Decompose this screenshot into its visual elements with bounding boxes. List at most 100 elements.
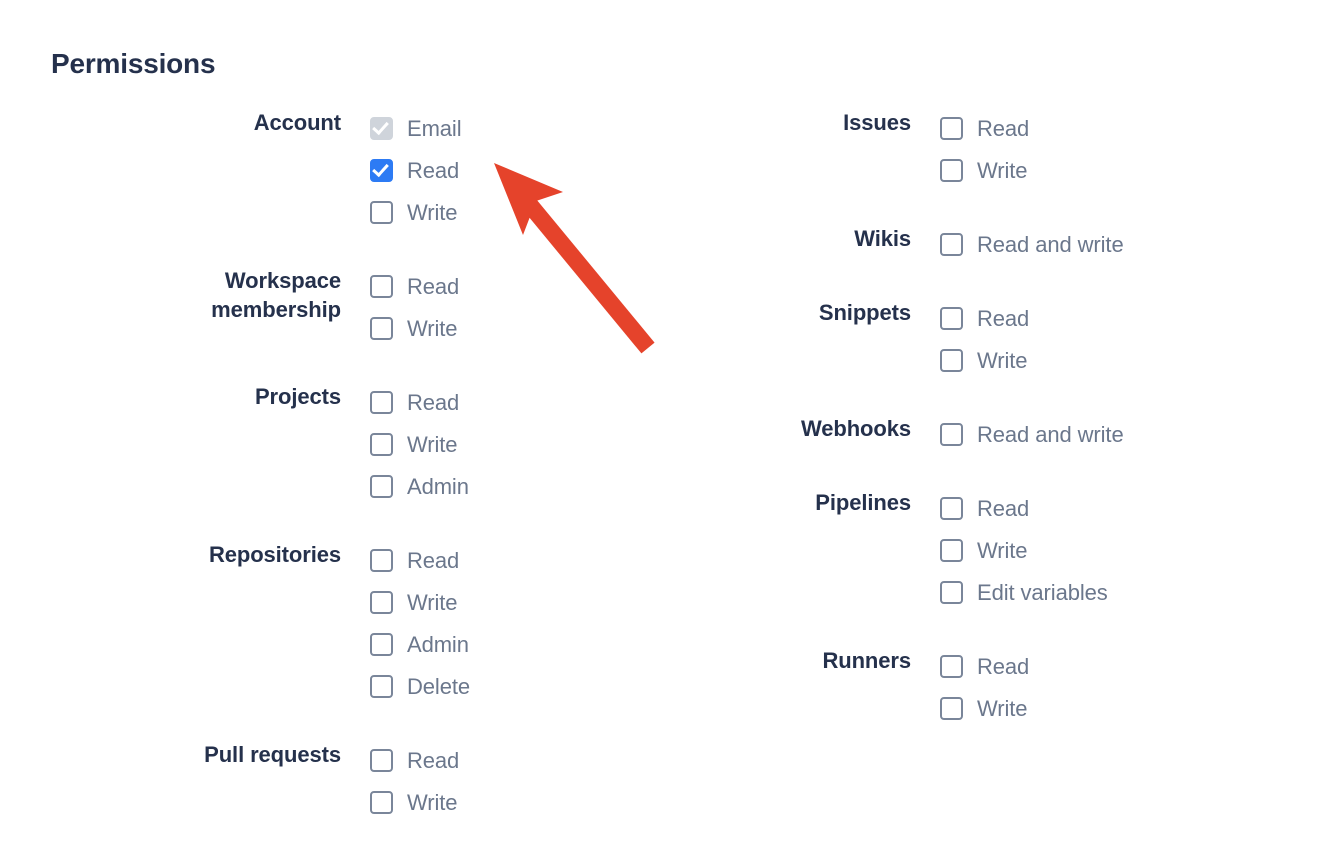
permission-option-label: Write xyxy=(977,537,1028,563)
permission-option-label: Read xyxy=(407,157,460,183)
permission-group: Webhooks Read and write xyxy=(660,413,1124,455)
permission-group-label: Pull requests xyxy=(204,742,341,767)
permission-option-label: Write xyxy=(407,589,458,615)
permission-option-label: Write xyxy=(977,347,1028,373)
permission-option-label: Write xyxy=(407,315,458,341)
permission-option-label: Read and write xyxy=(977,421,1124,447)
checkbox-repositories-write[interactable] xyxy=(370,590,393,614)
permission-option-row[interactable]: Email xyxy=(370,107,462,149)
permission-option-row[interactable]: Admin xyxy=(370,465,469,507)
permission-option-label: Read xyxy=(407,747,460,773)
permission-option-row[interactable]: Read xyxy=(370,265,459,307)
checkbox-projects-write[interactable] xyxy=(370,432,393,456)
permission-option-label: Read xyxy=(977,305,1030,331)
permission-option-row[interactable]: Read and write xyxy=(940,223,1124,265)
permission-option-label: Admin xyxy=(407,631,469,657)
permission-option-row[interactable]: Write xyxy=(370,581,470,623)
permission-option-row[interactable]: Write xyxy=(370,781,459,823)
permission-option-label: Read xyxy=(407,273,460,299)
permission-group-label: Workspace membership xyxy=(211,268,341,322)
permission-group-label: Projects xyxy=(254,384,341,409)
checkbox-pipelines-read[interactable] xyxy=(940,496,963,520)
permission-option-row[interactable]: Read xyxy=(940,107,1029,149)
checkbox-account-email xyxy=(370,116,393,140)
permission-options: Read and write xyxy=(940,223,1124,265)
checkbox-repositories-delete[interactable] xyxy=(370,674,393,698)
checkbox-pipelines-write[interactable] xyxy=(940,538,963,562)
permission-group-label: Snippets xyxy=(818,300,911,325)
permission-option-row[interactable]: Read xyxy=(370,539,470,581)
checkbox-issues-write[interactable] xyxy=(940,158,963,182)
checkbox-issues-read[interactable] xyxy=(940,116,963,140)
permission-option-row[interactable]: Write xyxy=(940,149,1029,191)
permission-group-label: Runners xyxy=(822,648,911,673)
permission-group-label: Pipelines xyxy=(815,490,911,515)
permission-option-row[interactable]: Write xyxy=(940,687,1029,729)
permission-option-row[interactable]: Write xyxy=(370,191,462,233)
permission-option-label: Read xyxy=(977,115,1030,141)
permission-option-row[interactable]: Edit variables xyxy=(940,571,1108,613)
permission-option-row[interactable]: Read xyxy=(370,149,462,191)
permission-option-row[interactable]: Write xyxy=(940,529,1108,571)
checkbox-repositories-read[interactable] xyxy=(370,548,393,572)
permission-options: Read and write xyxy=(940,413,1124,455)
permission-option-row[interactable]: Read xyxy=(940,297,1029,339)
checkbox-webhooks-read-and-write[interactable] xyxy=(940,422,963,446)
permission-option-label: Write xyxy=(977,157,1028,183)
checkbox-workspace-membership-read[interactable] xyxy=(370,274,393,298)
permission-option-row[interactable]: Write xyxy=(370,307,459,349)
permission-option-row[interactable]: Write xyxy=(370,423,469,465)
permission-group-label: Issues xyxy=(843,110,911,135)
permission-option-row[interactable]: Read and write xyxy=(940,413,1124,455)
checkbox-wikis-read-and-write[interactable] xyxy=(940,232,963,256)
page-title: Permissions xyxy=(51,48,216,79)
permission-option-label: Read xyxy=(407,547,460,573)
checkbox-pipelines-edit-variables[interactable] xyxy=(940,580,963,604)
permission-option-label: Write xyxy=(407,431,458,457)
checkbox-pull-requests-read[interactable] xyxy=(370,748,393,772)
checkbox-workspace-membership-write[interactable] xyxy=(370,316,393,340)
permission-option-row[interactable]: Admin xyxy=(370,623,470,665)
permission-option-label: Read xyxy=(407,389,460,415)
permission-group-label: Webhooks xyxy=(800,416,911,441)
permission-option-row[interactable]: Read xyxy=(370,381,469,423)
permission-option-row[interactable]: Read xyxy=(370,739,459,781)
permission-option-row[interactable]: Delete xyxy=(370,665,470,707)
checkbox-snippets-read[interactable] xyxy=(940,306,963,330)
permission-option-label: Email xyxy=(407,115,462,141)
permission-option-label: Write xyxy=(407,789,458,815)
permission-option-label: Admin xyxy=(407,473,469,499)
checkbox-account-read[interactable] xyxy=(370,158,393,182)
permission-option-label: Read and write xyxy=(977,231,1124,257)
permission-option-row[interactable]: Write xyxy=(940,339,1029,381)
checkbox-projects-admin[interactable] xyxy=(370,474,393,498)
checkbox-snippets-write[interactable] xyxy=(940,348,963,372)
checkbox-runners-write[interactable] xyxy=(940,696,963,720)
checkbox-account-write[interactable] xyxy=(370,200,393,224)
checkbox-projects-read[interactable] xyxy=(370,390,393,414)
permission-option-row[interactable]: Read xyxy=(940,487,1108,529)
checkbox-pull-requests-write[interactable] xyxy=(370,790,393,814)
checkbox-runners-read[interactable] xyxy=(940,654,963,678)
checkbox-repositories-admin[interactable] xyxy=(370,632,393,656)
permission-option-row[interactable]: Read xyxy=(940,645,1029,687)
permission-option-label: Write xyxy=(407,199,458,225)
